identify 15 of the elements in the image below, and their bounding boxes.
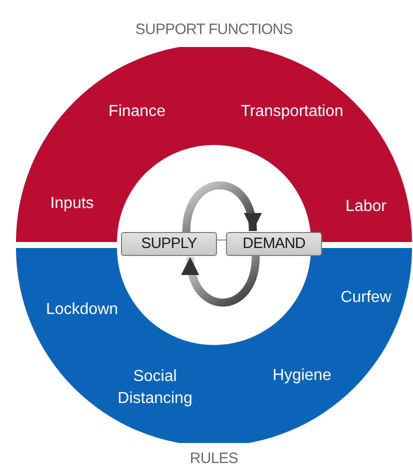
ring-label: Curfew: [340, 288, 392, 308]
curved-arrow: [182, 181, 260, 232]
concept-box: DEMAND: [226, 232, 322, 256]
concept-box: SUPPLY: [121, 232, 217, 256]
lower-half-ring: [16, 248, 412, 443]
ring-label: Lockdown: [46, 300, 118, 320]
ring-heading: SUPPORT FUNCTIONS: [135, 20, 293, 40]
ring-label: Social Distancing: [116, 367, 194, 409]
curved-arrow: [182, 256, 260, 307]
ring-label: Hygiene: [272, 366, 332, 386]
ring-label: Labor: [346, 197, 386, 217]
ring-label: Transportation: [240, 102, 344, 122]
ring-heading: RULES: [190, 448, 238, 468]
ring-label: Inputs: [50, 194, 94, 214]
ring-label: Finance: [108, 102, 166, 122]
